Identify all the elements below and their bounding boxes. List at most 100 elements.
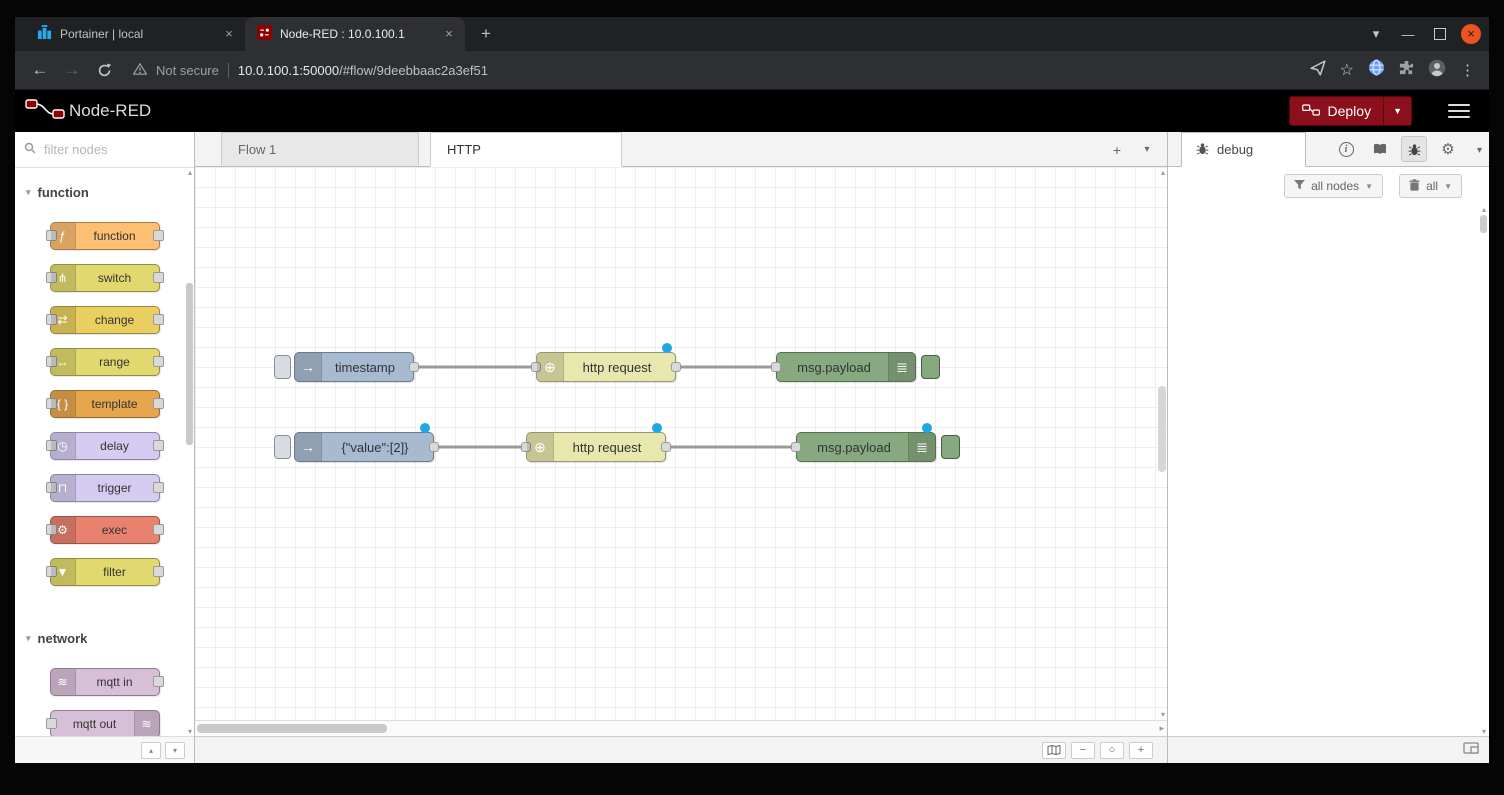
scroll-right-icon[interactable]: ▸ <box>1159 723 1164 733</box>
menu-icon[interactable] <box>1448 104 1470 118</box>
palette-node-trigger[interactable]: ⊓trigger <box>45 474 164 502</box>
node-port-left <box>45 314 57 325</box>
sidebar-tab-debug[interactable]: debug <box>1181 132 1306 167</box>
inject-button[interactable] <box>274 355 291 379</box>
deploy-options-caret[interactable]: ▼ <box>1383 97 1411 125</box>
extension-globe-icon[interactable] <box>1368 59 1385 81</box>
flow-node-inject2[interactable]: →{"value":[2]} <box>274 423 439 462</box>
flow-canvas[interactable]: →timestamp ⊕http request ≣msg.payload →{"va… <box>195 167 1167 720</box>
palette-node-change[interactable]: ⇄change <box>45 306 164 334</box>
node-input-port[interactable] <box>771 362 781 372</box>
profile-avatar[interactable] <box>1428 59 1446 82</box>
funnel-icon <box>1294 179 1306 193</box>
palette-scroll-down-icon[interactable]: ▾ <box>187 727 192 736</box>
canvas-horizontal-scrollbar[interactable]: ◂ ▸ <box>195 720 1167 736</box>
flow-node-label: http request <box>582 359 652 375</box>
palette-scrollbar[interactable] <box>186 283 193 445</box>
open-debug-window-icon[interactable] <box>1463 741 1479 759</box>
debug-toggle-button[interactable] <box>941 435 960 459</box>
browser-menu-icon[interactable]: ⋮ <box>1460 62 1475 79</box>
flow-node-debug1[interactable]: ≣msg.payload <box>771 352 940 382</box>
node-output-port[interactable] <box>429 442 439 452</box>
palette-search-input[interactable] <box>42 141 166 158</box>
palette-category-label: network <box>37 630 88 646</box>
tab-search-chevron-icon[interactable]: ▾ <box>1372 26 1380 41</box>
tab-close-icon[interactable]: × <box>225 26 233 41</box>
debug-clear-button[interactable]: all ▼ <box>1399 174 1462 198</box>
reload-icon[interactable] <box>89 56 119 84</box>
help-book-icon[interactable] <box>1367 136 1393 162</box>
palette-node-template[interactable]: { }template <box>45 390 164 418</box>
extensions-puzzle-icon[interactable] <box>1399 60 1414 80</box>
node-input-port[interactable] <box>521 442 531 452</box>
back-icon[interactable]: ← <box>31 60 49 79</box>
zoom-out-button[interactable]: − <box>1071 741 1095 759</box>
config-gear-icon[interactable]: ⚙ <box>1441 141 1455 158</box>
scroll-up-icon[interactable]: ▴ <box>1481 205 1486 214</box>
palette-node-range[interactable]: ↔range <box>45 348 164 376</box>
deploy-button[interactable]: Deploy ▼ <box>1289 96 1412 126</box>
palette-node-delay[interactable]: ◷delay <box>45 432 164 460</box>
node-port-right <box>152 272 164 283</box>
browser-tab-nodered[interactable]: Node-RED : 10.0.100.1 × <box>245 17 465 51</box>
flow-node-http2[interactable]: ⊕http request <box>521 423 671 462</box>
forward-icon[interactable]: → <box>63 60 81 79</box>
zoom-reset-button[interactable]: ○ <box>1100 741 1124 759</box>
palette-category-function[interactable]: ▾function <box>15 176 194 208</box>
address-bar[interactable]: Not secure 10.0.100.1:50000/#flow/9deebb… <box>121 56 1300 84</box>
palette-node-filter[interactable]: ▼filter <box>45 558 164 586</box>
new-tab-button[interactable]: + <box>481 24 491 43</box>
send-to-devices-icon[interactable] <box>1310 59 1326 81</box>
scroll-down-icon[interactable]: ▾ <box>1160 710 1165 719</box>
node-port-left <box>45 482 57 493</box>
flow-node-inject1[interactable]: →timestamp <box>274 352 419 382</box>
maximize-button[interactable] <box>1434 28 1446 40</box>
not-secure-warning-icon[interactable] <box>132 62 148 78</box>
close-button[interactable]: × <box>1461 24 1481 44</box>
palette-search[interactable] <box>15 132 194 168</box>
flow-tab-http[interactable]: HTTP <box>430 132 622 167</box>
expand-all-categories-button[interactable]: ▾ <box>165 741 185 759</box>
node-port-left <box>45 230 57 241</box>
node-input-port[interactable] <box>791 442 801 452</box>
scrollbar-thumb[interactable] <box>1158 386 1166 472</box>
canvas-vertical-scrollbar[interactable]: ▴ ▾ <box>1156 167 1167 720</box>
switch-icon: ⋔ <box>50 265 76 291</box>
collapse-all-categories-button[interactable]: ▴ <box>141 741 161 759</box>
palette-category-network[interactable]: ▾network <box>15 622 194 654</box>
bookmark-star-icon[interactable]: ☆ <box>1339 62 1354 79</box>
scrollbar-thumb[interactable] <box>197 724 387 733</box>
minimize-button[interactable]: — <box>1401 26 1415 42</box>
workspace-footer: − ○ + <box>195 736 1167 763</box>
scroll-down-icon[interactable]: ▾ <box>1481 727 1486 736</box>
tab-title: Node-RED : 10.0.100.1 <box>280 27 405 41</box>
add-flow-button[interactable]: + <box>1112 141 1122 158</box>
palette-node-mqtt-out[interactable]: ≋mqtt out <box>45 710 160 736</box>
flow-node-debug2[interactable]: ≣msg.payload <box>791 423 960 462</box>
debug-filter-button[interactable]: all nodes ▼ <box>1284 174 1384 198</box>
node-output-port[interactable] <box>661 442 671 452</box>
node-output-port[interactable] <box>671 362 681 372</box>
palette-scroll-up-icon[interactable]: ▴ <box>187 168 192 177</box>
info-tab-icon[interactable]: i <box>1333 136 1359 162</box>
palette-node-switch[interactable]: ⋔switch <box>45 264 164 292</box>
zoom-in-button[interactable]: + <box>1129 741 1153 759</box>
palette-node-mqtt-in[interactable]: ≋mqtt in <box>49 668 164 696</box>
sidebar-scrollbar[interactable] <box>1480 215 1487 233</box>
sidebar-tabs-caret-icon[interactable]: ▾ <box>1476 145 1482 156</box>
flow-tab-flow1[interactable]: Flow 1 <box>221 132 419 166</box>
browser-tab-portainer[interactable]: Portainer | local × <box>25 17 245 51</box>
scroll-up-icon[interactable]: ▴ <box>1160 168 1165 177</box>
inject-button[interactable] <box>274 435 291 459</box>
palette-node-exec[interactable]: ⚙exec <box>45 516 164 544</box>
flow-list-caret-icon[interactable]: ▾ <box>1144 144 1150 155</box>
node-input-port[interactable] <box>531 362 541 372</box>
navigator-toggle-icon[interactable] <box>1042 741 1066 759</box>
node-output-port[interactable] <box>409 362 419 372</box>
flow-node-http1[interactable]: ⊕http request <box>531 343 681 382</box>
tab-close-icon[interactable]: × <box>445 26 453 41</box>
trash-icon <box>1409 178 1420 194</box>
debug-toggle-button[interactable] <box>921 355 940 379</box>
debug-tab-icon[interactable] <box>1401 136 1427 162</box>
